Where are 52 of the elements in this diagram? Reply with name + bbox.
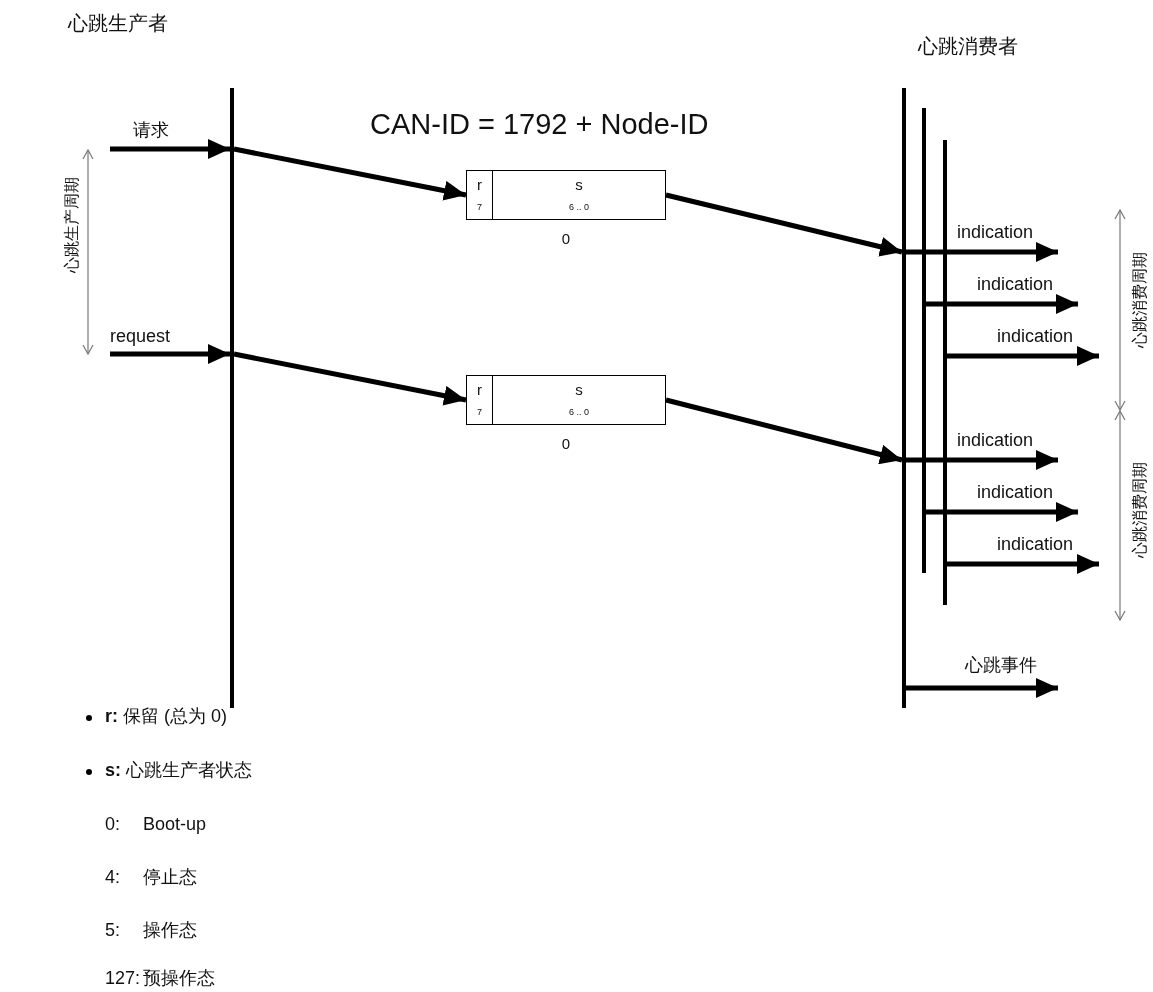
can-id-formula: CAN-ID = 1792 + Node-ID xyxy=(370,108,709,142)
edge-label: indication xyxy=(997,534,1074,555)
period-label: 心跳消费周期 xyxy=(1130,252,1149,348)
edge-label: request xyxy=(110,326,171,347)
edge-label: 请求 xyxy=(133,120,169,141)
state-name: 预操作态 xyxy=(143,968,215,989)
edge-label: indication xyxy=(977,274,1054,295)
period-label: 心跳生产周期 xyxy=(62,177,81,273)
message-frame xyxy=(466,170,666,220)
state-code: 5: xyxy=(105,920,120,941)
arrow xyxy=(110,344,230,364)
edge-label: indication xyxy=(957,222,1034,243)
arrow xyxy=(110,139,230,159)
lifeline-title: 心跳生产者 xyxy=(68,12,168,35)
edge-label: 心跳事件 xyxy=(965,655,1037,676)
field-name: r xyxy=(476,176,483,194)
arrow xyxy=(233,146,467,201)
arrow xyxy=(947,346,1099,366)
bullet-text: r: 保留 (总为 0) xyxy=(105,706,227,727)
arrow xyxy=(906,450,1058,470)
period-label: 心跳消费周期 xyxy=(1130,462,1149,558)
byte-number: 0 xyxy=(560,435,572,453)
arrow xyxy=(665,192,903,257)
edge-label: indication xyxy=(957,430,1034,451)
byte-number: 0 xyxy=(560,230,572,248)
arrow xyxy=(233,351,467,406)
edge-label: indication xyxy=(997,326,1074,347)
arrow xyxy=(926,294,1078,314)
arrow xyxy=(906,242,1058,262)
lifeline xyxy=(943,140,947,605)
arrow xyxy=(906,678,1058,698)
state-name: 停止态 xyxy=(143,867,197,888)
state-code: 0: xyxy=(105,814,120,835)
state-code: 127: xyxy=(105,968,141,989)
edge-label: indication xyxy=(977,482,1054,503)
lifeline xyxy=(922,108,926,573)
field-name: s xyxy=(574,176,584,194)
field-name: r xyxy=(476,381,483,399)
arrow xyxy=(665,397,903,465)
message-frame xyxy=(466,375,666,425)
bit-number: 7 xyxy=(476,202,483,213)
lifeline-title: 心跳消费者 xyxy=(918,35,1018,58)
state-name: Boot-up xyxy=(143,814,207,835)
arrow xyxy=(926,502,1078,522)
bit-range: 6 .. 0 xyxy=(568,407,590,418)
bit-range: 6 .. 0 xyxy=(568,202,590,213)
state-code: 4: xyxy=(105,867,120,888)
bullet-text: s: 心跳生产者状态 xyxy=(105,760,253,781)
arrow xyxy=(947,554,1099,574)
state-name: 操作态 xyxy=(143,920,197,941)
bit-number: 7 xyxy=(476,407,483,418)
field-name: s xyxy=(574,381,584,399)
